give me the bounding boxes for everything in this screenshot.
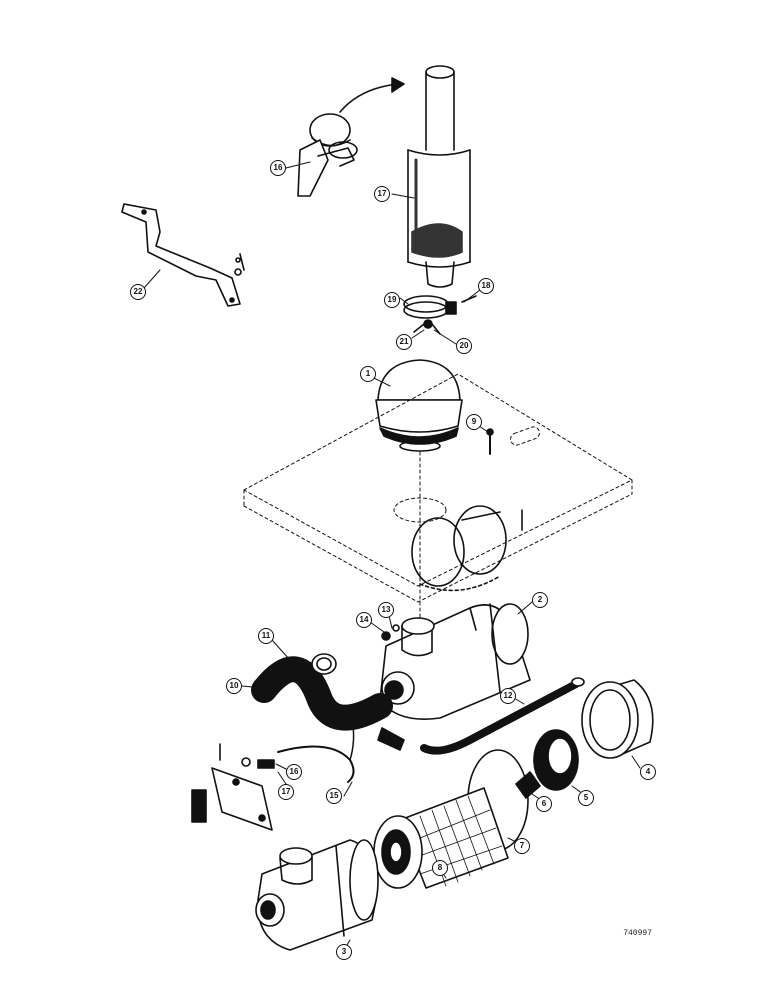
callout-17: 17 bbox=[278, 784, 294, 800]
wing-nut-part-6 bbox=[515, 771, 541, 799]
direction-arrow bbox=[339, 77, 405, 113]
hood-sleeves bbox=[411, 505, 523, 592]
tube-part-12 bbox=[420, 677, 585, 755]
elbow-hose-part-11 bbox=[251, 653, 393, 731]
callout-1: 1 bbox=[360, 366, 376, 382]
fittings-13-14 bbox=[377, 624, 405, 751]
callout-5: 5 bbox=[578, 790, 594, 806]
callout-6: 6 bbox=[536, 796, 552, 812]
callout-2: 2 bbox=[532, 592, 548, 608]
callout-15: 15 bbox=[326, 788, 342, 804]
line-part-15 bbox=[277, 719, 355, 783]
mounting-bracket-part-23 bbox=[121, 203, 245, 307]
dust-cup-part-4 bbox=[581, 679, 654, 759]
callout-14: 14 bbox=[356, 612, 372, 628]
air-cleaner-housing-part-3 bbox=[255, 839, 379, 951]
callout-12: 12 bbox=[500, 688, 516, 704]
callout-18: 17 bbox=[374, 186, 390, 202]
drawing-number: 740997 bbox=[623, 929, 652, 938]
callout-21: 20 bbox=[456, 338, 472, 354]
callout-22: 21 bbox=[396, 334, 412, 350]
air-cleaner-housing-part-2 bbox=[379, 603, 531, 720]
stack-pipe-part-18 bbox=[407, 65, 471, 288]
callout-16-top: 16 bbox=[270, 160, 286, 176]
fitting-16-17 bbox=[241, 757, 275, 769]
callout-8: 8 bbox=[432, 860, 448, 876]
callout-11: 11 bbox=[258, 628, 274, 644]
precleaner-part-1 bbox=[375, 359, 463, 452]
callout-10: 10 bbox=[226, 678, 242, 694]
callout-20: 19 bbox=[384, 292, 400, 308]
seal-part-5 bbox=[533, 729, 579, 791]
rain-cap-part-16 bbox=[297, 113, 358, 197]
callout-23: 22 bbox=[130, 284, 146, 300]
callout-9: 9 bbox=[466, 414, 482, 430]
callout-13: 13 bbox=[378, 602, 394, 618]
clamp-assembly bbox=[403, 295, 477, 335]
bolt-part-9 bbox=[486, 428, 494, 455]
callout-16-lower: 16 bbox=[286, 764, 302, 780]
filter-element-part-8 bbox=[373, 787, 509, 889]
hood-panel-outline bbox=[243, 373, 633, 637]
callout-4: 4 bbox=[640, 764, 656, 780]
callout-7: 7 bbox=[514, 838, 530, 854]
callout-3: 3 bbox=[336, 944, 352, 960]
callout-19: 18 bbox=[478, 278, 494, 294]
indicator-plate bbox=[191, 743, 273, 831]
